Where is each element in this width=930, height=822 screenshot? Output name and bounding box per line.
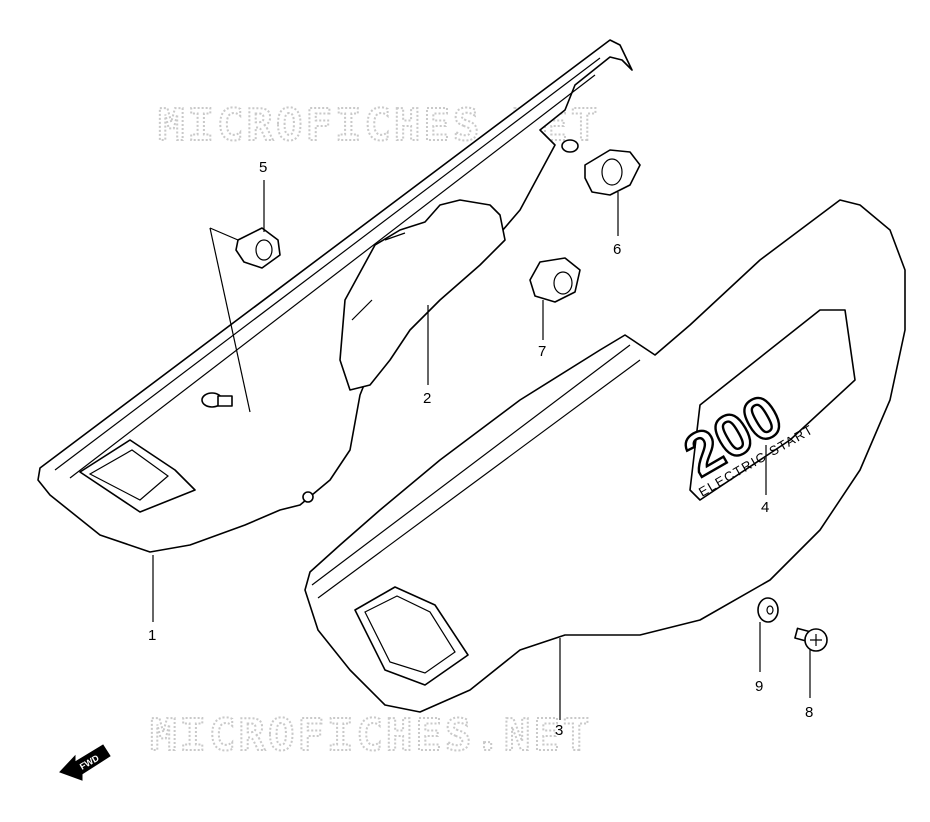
callout-8: 8 [805,704,813,721]
part-9-washer [757,597,779,623]
callout-9: 9 [755,678,763,695]
watermark-bottom: MICROFICHES.NET [150,710,592,761]
part-2-inner-panel [339,199,506,391]
callout-2: 2 [423,390,431,407]
callout-3: 3 [555,722,563,739]
callout-4: 4 [761,499,769,516]
part-3-right-side-cover [304,199,906,713]
callout-7: 7 [538,343,546,360]
part-6-grommet [584,149,641,196]
part-7-collar [529,257,581,303]
part-8-bolt [794,627,828,652]
leader-lines [152,180,811,720]
callout-5: 5 [259,159,267,176]
callouts: 1 2 3 4 5 6 7 8 9 [148,159,813,739]
callout-1: 1 [148,627,156,644]
part-5-grommet [235,227,281,269]
callout-6: 6 [613,241,621,258]
forward-arrow-icon: FWD [59,744,111,781]
